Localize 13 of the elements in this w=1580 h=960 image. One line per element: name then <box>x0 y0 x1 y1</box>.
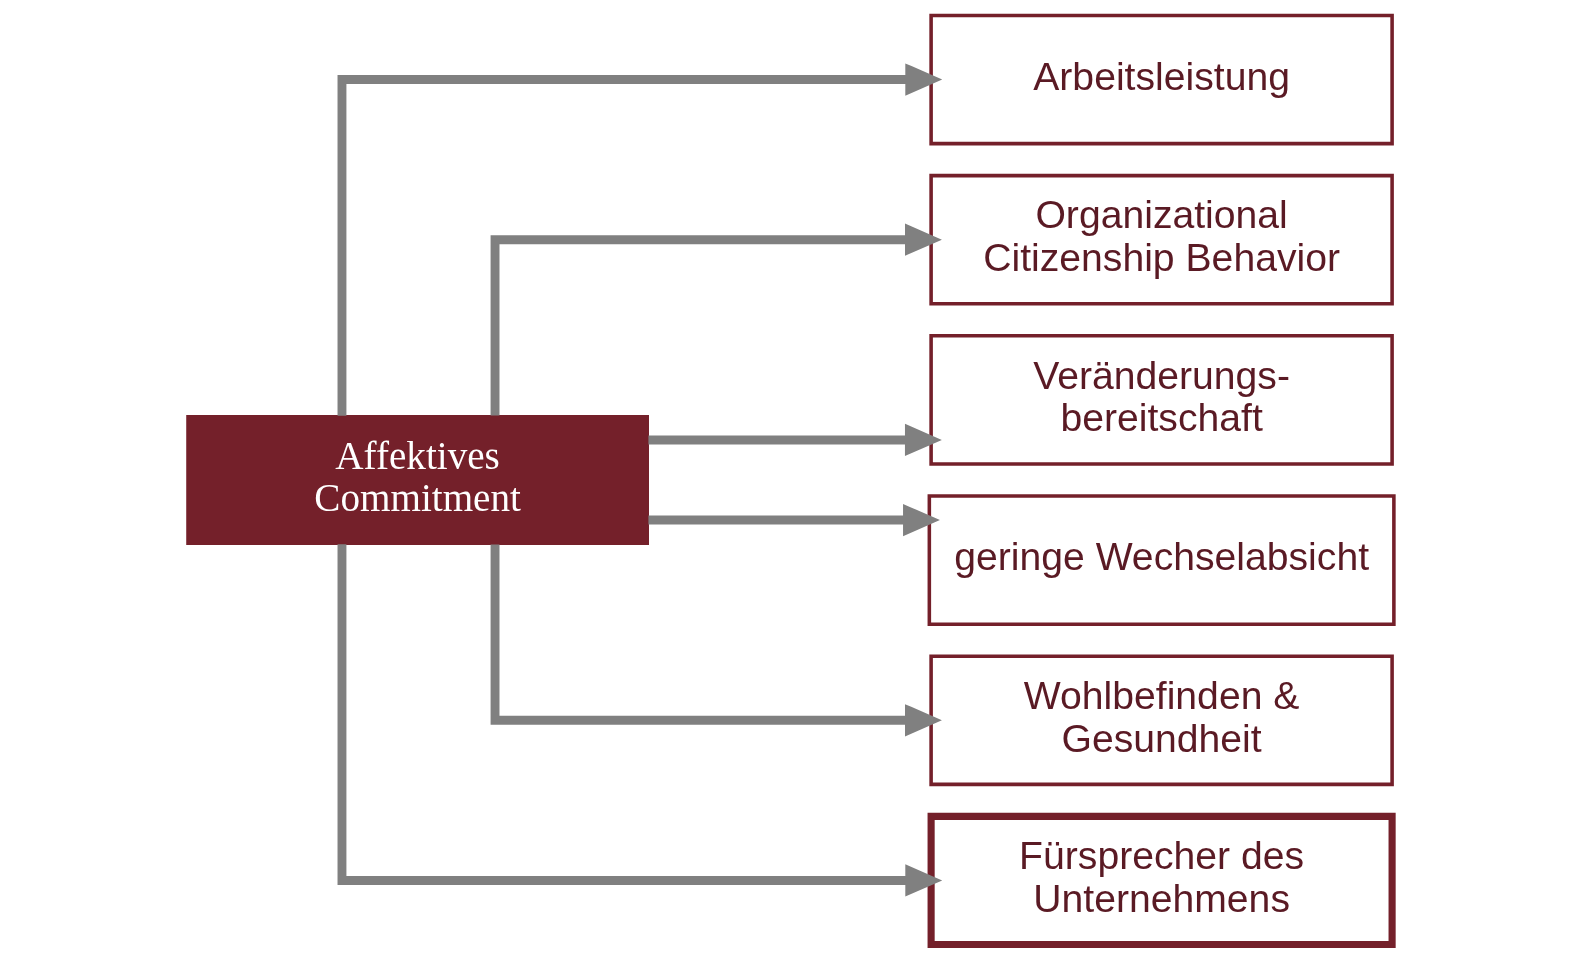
node-box: Affektives Commitment <box>185 415 649 545</box>
arrow <box>647 423 942 457</box>
arrow <box>337 544 942 897</box>
node-box: Organizational Citizenship Behavior <box>928 173 1394 306</box>
node-box: Veränderungs- bereitschaft <box>928 334 1394 466</box>
node-box: geringe Wechselabsicht <box>927 494 1396 626</box>
arrow <box>490 544 942 737</box>
arrow <box>337 63 942 416</box>
arrow <box>647 503 940 537</box>
node-box: Fürsprecher des Unternehmens <box>927 812 1396 949</box>
arrow <box>490 223 942 416</box>
node-box: Wohlbefinden & Gesundheit <box>928 654 1394 787</box>
node-box: Arbeitsleistung <box>928 13 1394 146</box>
